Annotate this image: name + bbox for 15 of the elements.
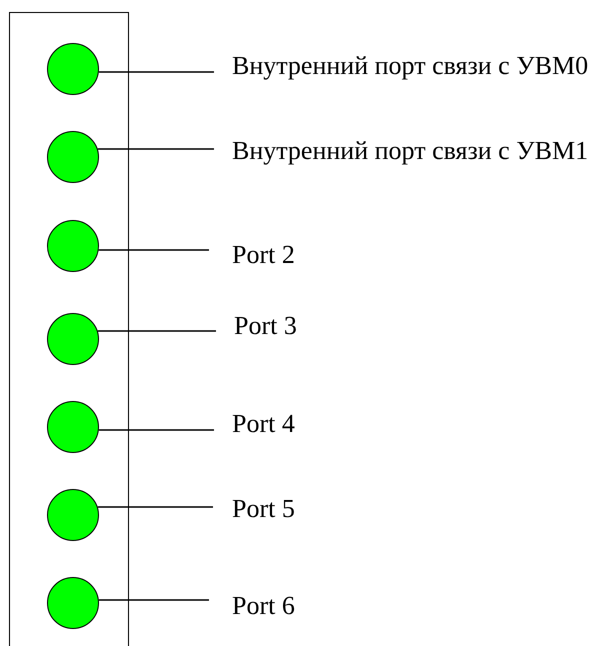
port-label: Внутренний порт связи с УВМ1 xyxy=(232,136,588,165)
port-label: Port 6 xyxy=(232,591,295,620)
device-panel xyxy=(9,12,129,646)
port-label: Port 3 xyxy=(234,311,297,340)
leader-line xyxy=(98,148,214,150)
port-label: Port 4 xyxy=(232,409,295,438)
leader-line xyxy=(98,429,214,431)
leader-line xyxy=(98,506,213,508)
leader-line xyxy=(98,71,214,73)
port-label: Port 5 xyxy=(232,494,295,523)
leader-line xyxy=(98,249,209,251)
leader-line xyxy=(98,330,216,332)
port-label: Внутренний порт связи с УВМ0 xyxy=(232,51,588,80)
port-label: Port 2 xyxy=(232,240,295,269)
leader-line xyxy=(98,599,209,601)
